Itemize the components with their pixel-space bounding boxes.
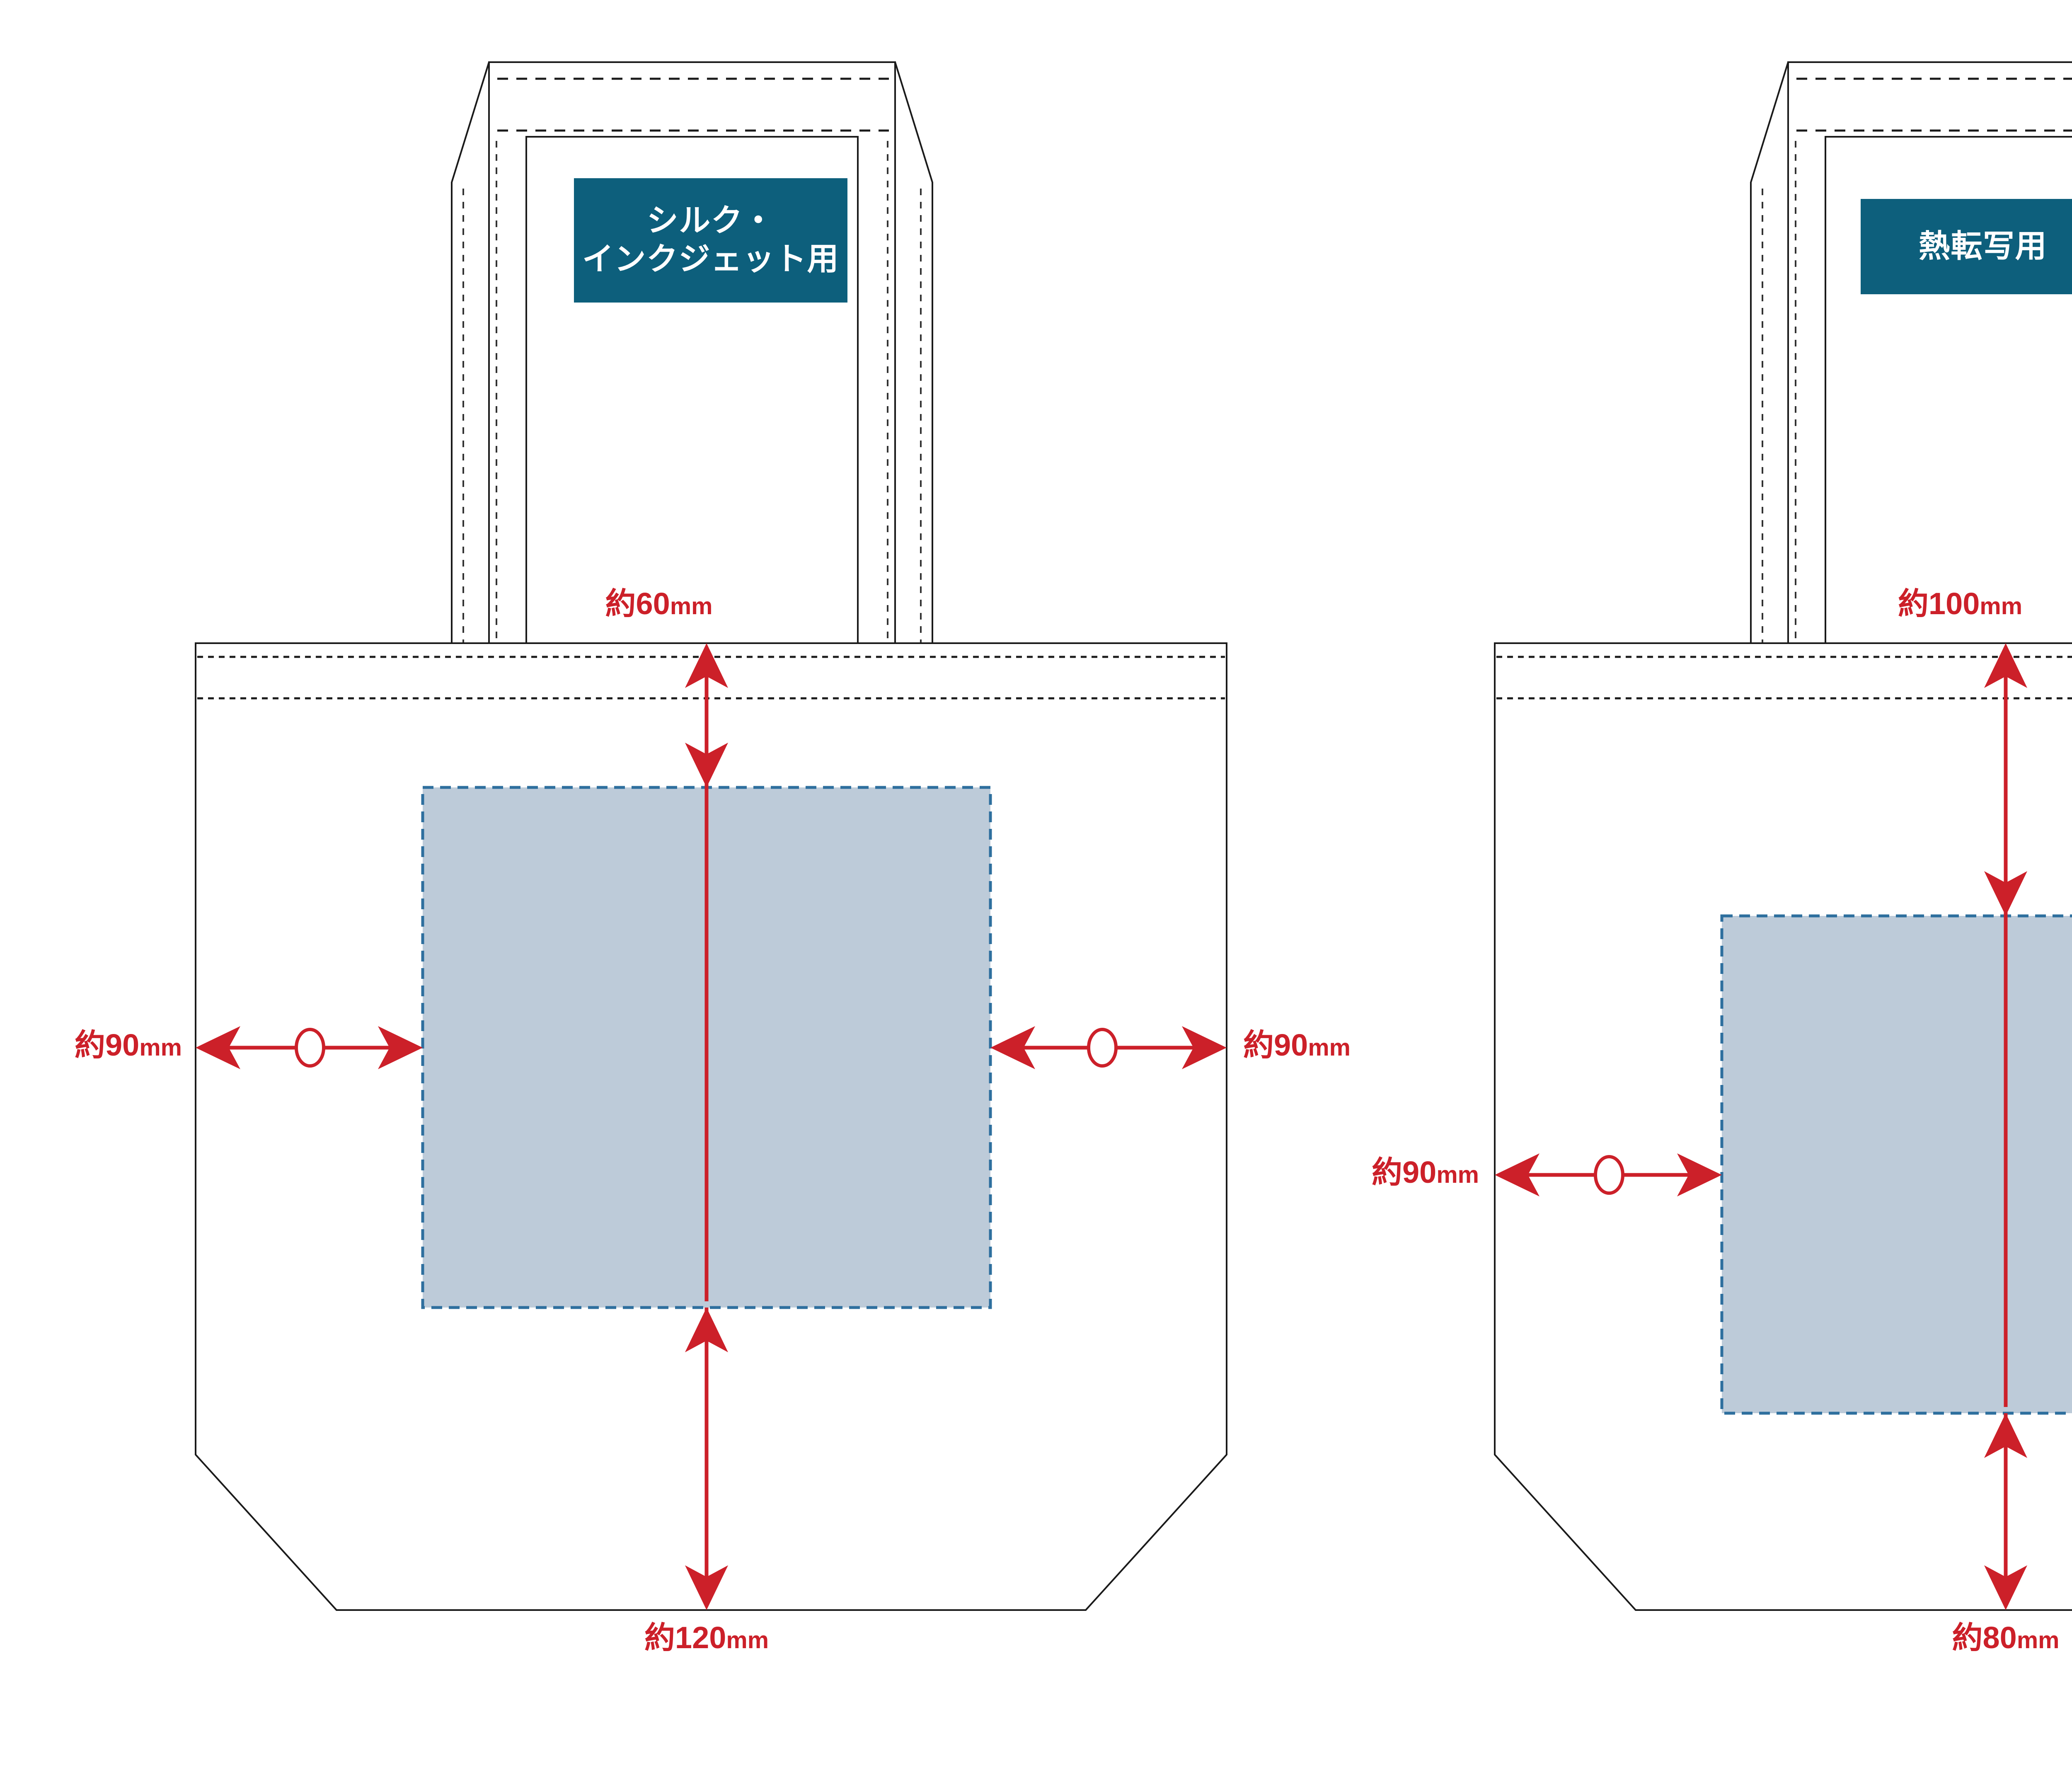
left-dim-top-arrow-down xyxy=(685,743,728,787)
left-dim-left-arrow-in xyxy=(378,1026,423,1069)
right-dim-bottom xyxy=(1984,1413,2027,1610)
left-bag-group xyxy=(195,61,1227,1611)
left-dim-right-arrow-out xyxy=(1182,1026,1227,1069)
left-handle-shoulder-right xyxy=(894,62,933,644)
left-dim-bottom-arrow-down xyxy=(685,1565,728,1610)
right-print-method-badge: 熱転写用 xyxy=(1861,199,2072,294)
right-dim-top-arrow-up xyxy=(1984,643,2027,688)
left-dim-right-knob xyxy=(1087,1028,1118,1068)
left-dim-top-label: 約60mm xyxy=(605,586,713,621)
left-badge-line1: シルク・ xyxy=(646,203,775,239)
right-dim-bottom-label: 約80mm xyxy=(1952,1620,2060,1655)
right-print-area xyxy=(1720,914,2072,1415)
right-dim-bottom-arrow-up xyxy=(1984,1413,2027,1458)
right-dim-top-label: 約100mm xyxy=(1898,586,2023,621)
left-dim-right-label: 約90mm xyxy=(1243,1028,1351,1062)
left-badge-line2: インクジェット用 xyxy=(582,242,840,277)
right-dim-left-label: 約90mm xyxy=(1372,1155,1479,1189)
left-dim-left-arrow-out xyxy=(196,1026,240,1069)
left-dim-bottom-arrow-up xyxy=(685,1308,728,1352)
right-dim-bottom-arrow-down xyxy=(1984,1565,2027,1610)
right-dim-left-knob xyxy=(1594,1155,1624,1195)
right-dim-left-arrow-in xyxy=(1677,1153,1722,1196)
left-handle-outline xyxy=(488,61,896,644)
left-print-method-badge: シルク・ インクジェット用 xyxy=(574,178,847,303)
left-dim-left xyxy=(196,1026,423,1069)
right-dim-left-arrow-out xyxy=(1495,1153,1539,1196)
left-dim-top-arrow-up xyxy=(685,643,728,688)
left-dim-bottom-label: 約120mm xyxy=(644,1620,769,1655)
right-handle-shoulder-left xyxy=(1750,62,1789,644)
left-dim-right xyxy=(990,1026,1227,1069)
right-handle-outline xyxy=(1787,61,2072,644)
right-dim-top-arrow-down xyxy=(1984,871,2027,916)
left-handle-shoulder-left xyxy=(451,62,490,644)
left-dim-left-knob xyxy=(295,1028,325,1068)
left-dim-right-arrow-in xyxy=(990,1026,1035,1069)
right-badge-line1: 熱転写用 xyxy=(1918,228,2048,264)
right-dim-left xyxy=(1495,1153,1722,1196)
left-dim-top xyxy=(685,643,728,1301)
left-dim-left-label: 約90mm xyxy=(75,1028,182,1062)
left-dim-bottom xyxy=(685,1308,728,1610)
right-dim-top xyxy=(1984,643,2027,1407)
right-bag-group xyxy=(1494,61,2072,1611)
